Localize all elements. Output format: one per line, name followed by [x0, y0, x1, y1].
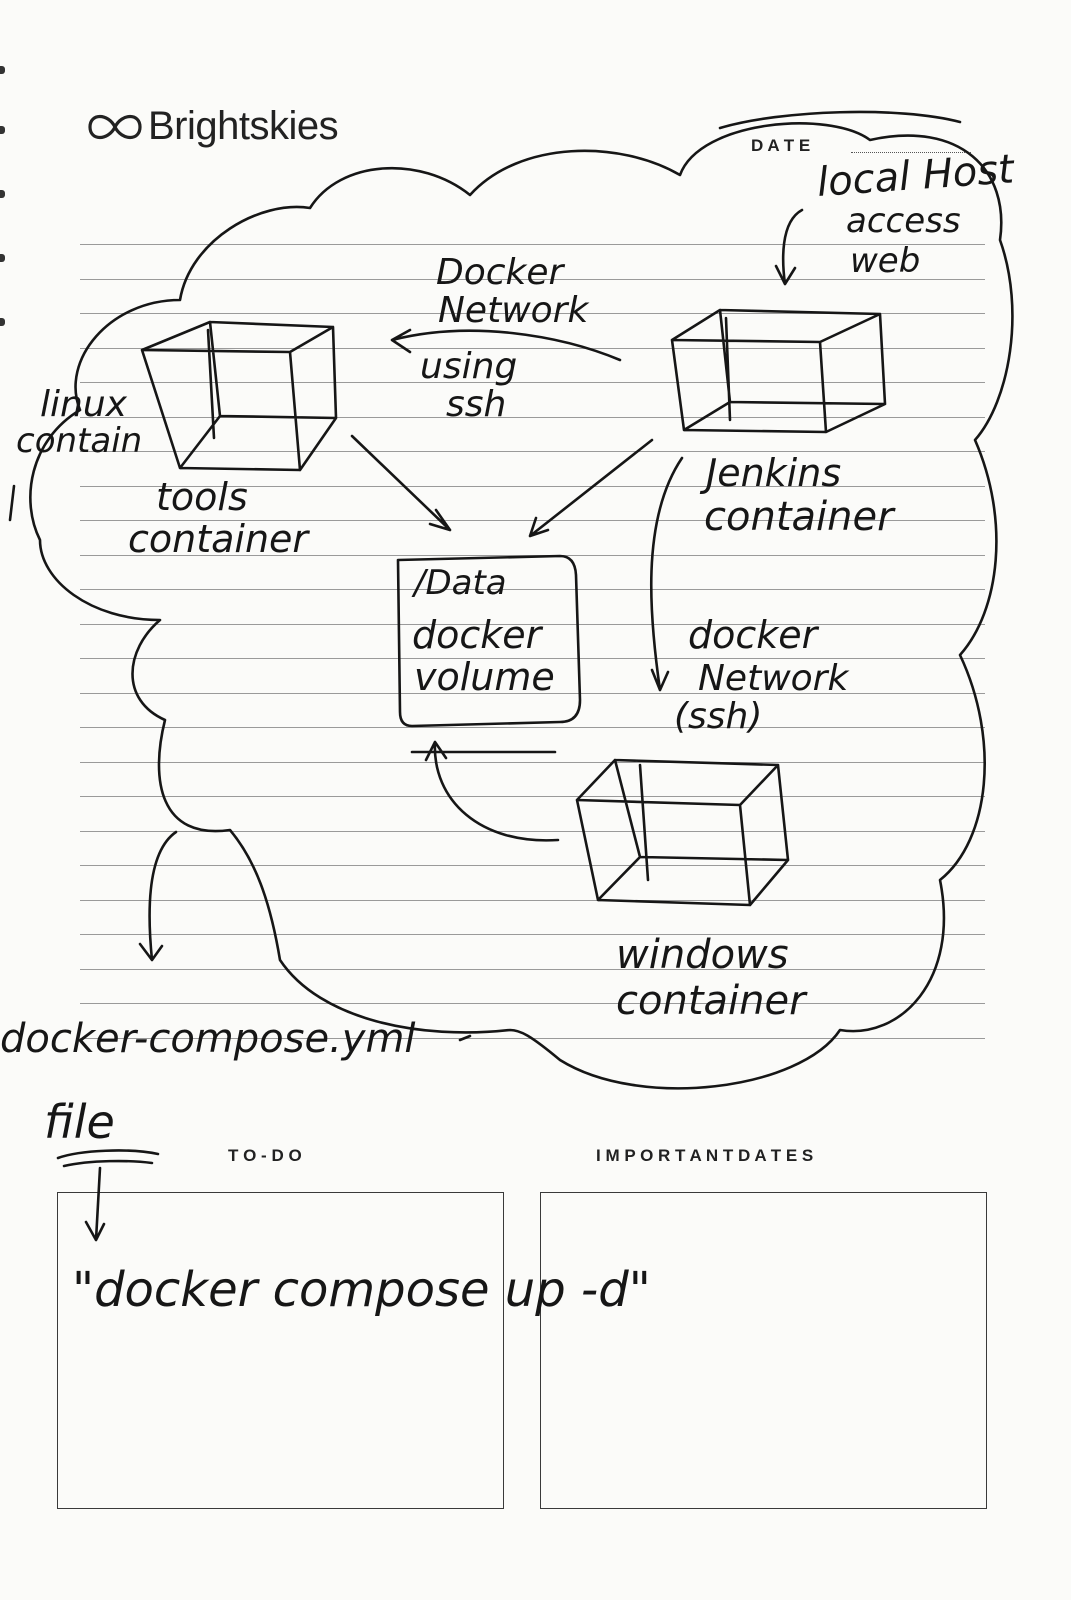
compose-underline: [458, 1034, 472, 1042]
ruled-line: [80, 693, 985, 694]
file-word: file: [44, 1095, 115, 1149]
binder-hole: [0, 190, 5, 198]
linux-container-line-2: contain: [16, 421, 142, 461]
linux-container-line-1: linux: [40, 384, 128, 425]
ruled-line: [80, 486, 985, 487]
ruled-line: [80, 589, 985, 590]
docker-volume-line-1: docker: [412, 613, 544, 657]
jenkins-container-line-2: container: [704, 494, 896, 540]
ruled-line: [80, 727, 985, 728]
ruled-line: [80, 865, 985, 866]
ruled-line: [80, 520, 985, 521]
arrow-jenkins-to-tools: [390, 328, 622, 362]
binder-hole: [0, 318, 5, 326]
binder-hole: [0, 254, 5, 262]
windows-container-line-1: windows: [616, 932, 789, 978]
arrow-jenkins-to-volume: [528, 438, 654, 538]
arrow-tools-to-volume: [350, 434, 452, 532]
ruled-line: [80, 900, 985, 901]
date-scribble: [718, 110, 962, 130]
localhost-line-3: web: [850, 241, 920, 281]
brand-name: Brightskies: [148, 104, 339, 148]
jenkins-container-cube: [670, 308, 887, 434]
tools-container-cube: [140, 320, 338, 472]
ruled-line: [80, 1003, 985, 1004]
important-dates-box: [540, 1192, 987, 1509]
compose-file-name: docker-compose.yml: [0, 1016, 416, 1062]
ruled-line: [80, 279, 985, 280]
important-dates-heading: I M P O R T A N T D A T E S: [596, 1146, 814, 1165]
docker-volume-line-2: volume: [414, 655, 555, 699]
date-label: D A T E: [751, 136, 811, 155]
windows-container-cube: [575, 758, 790, 907]
arrow-jenkins-to-windows: [649, 456, 684, 692]
ruled-line: [80, 624, 985, 625]
ruled-line: [80, 382, 985, 383]
docker-network-ssh-line-3: (ssh): [674, 696, 762, 737]
docker-network-ssh-line-2: Network: [698, 658, 850, 699]
tools-container-line-1: tools: [156, 475, 248, 519]
ruled-line: [80, 244, 985, 245]
windows-container-line-2: container: [616, 978, 808, 1024]
arrow-localhost-to-jenkins: [774, 208, 804, 286]
ruled-line: [80, 348, 985, 349]
arrow-windows-to-volume: [424, 740, 560, 842]
using-ssh-line-2: ssh: [446, 384, 506, 425]
infinity-logo-icon: [88, 114, 142, 139]
cloud-tail: [8, 484, 16, 522]
docker-network-top-line-1: Docker: [436, 252, 566, 293]
ruled-line: [80, 969, 985, 970]
localhost-line-1: local Host: [815, 146, 1016, 206]
ruled-line: [80, 934, 985, 935]
file-underline: [56, 1149, 160, 1168]
ruled-line: [80, 451, 985, 452]
using-ssh-line-1: using: [420, 346, 517, 387]
todo-heading: T O - D O: [228, 1146, 302, 1165]
ruled-line: [80, 831, 985, 832]
docker-network-top-line-2: Network: [438, 290, 590, 331]
ruled-line: [80, 762, 985, 763]
compose-command: "docker compose up -d": [72, 1262, 651, 1318]
localhost-line-2: access: [846, 201, 961, 241]
ruled-line: [80, 417, 985, 418]
data-volume-path: /Data: [411, 563, 507, 603]
binder-hole: [0, 66, 5, 74]
ruled-line: [80, 796, 985, 797]
arrow-cloud-to-compose: [138, 830, 178, 962]
cloud-outline: [29, 122, 1014, 1090]
docker-network-ssh-line-1: docker: [688, 613, 820, 657]
binder-hole: [0, 126, 5, 134]
ruled-line: [80, 313, 985, 314]
jenkins-container-line-1: Jenkins: [699, 451, 841, 495]
date-underline: [851, 152, 971, 153]
tools-container-line-2: container: [128, 517, 310, 561]
arrow-file-to-command: [84, 1166, 106, 1242]
ruled-line: [80, 658, 985, 659]
todo-box: [57, 1192, 504, 1509]
brand-logo: Brightskies: [84, 104, 339, 149]
